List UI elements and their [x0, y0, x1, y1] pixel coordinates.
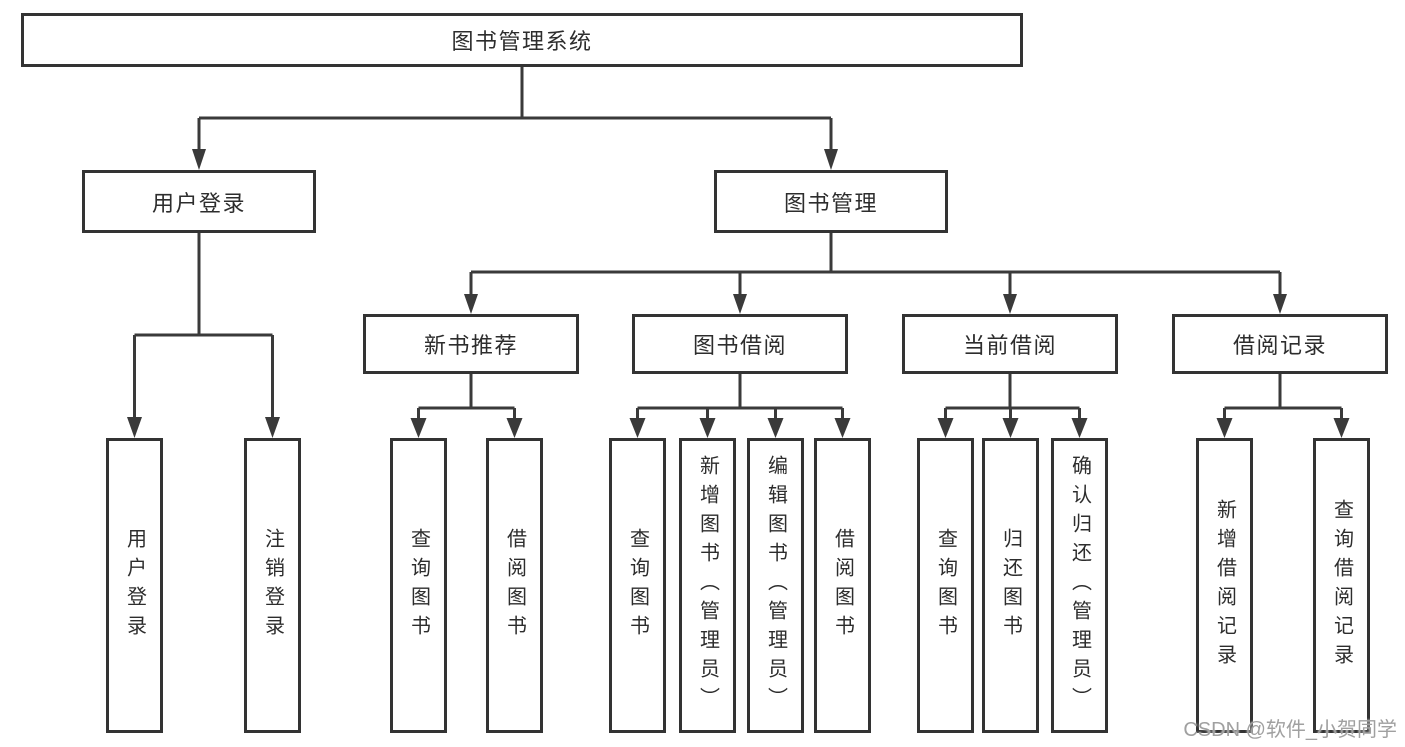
leaf-query-books-recommend: 查询图书 [390, 438, 447, 733]
node-label: 借阅记录 [1232, 333, 1327, 358]
node-root: 图书管理系统 [21, 13, 1023, 67]
node-label: 图书管理系统 [451, 29, 593, 54]
node-label: 查询图书 [407, 527, 430, 644]
node-label: 查询图书 [934, 527, 957, 644]
node-label: 借阅图书 [503, 527, 526, 644]
leaf-confirm-return-admin: 确认归还（管理员） [1051, 438, 1108, 733]
node-user-login: 用户登录 [82, 170, 316, 233]
node-label: 查询借阅记录 [1330, 498, 1353, 673]
node-book-borrow: 图书借阅 [632, 314, 848, 374]
node-borrow-records: 借阅记录 [1172, 314, 1388, 374]
node-current-borrow: 当前借阅 [902, 314, 1118, 374]
leaf-return-books: 归还图书 [982, 438, 1039, 733]
connector-root [192, 67, 838, 170]
node-label: 用户登录 [123, 527, 146, 644]
leaf-logout: 注销登录 [244, 438, 301, 733]
node-label: 查询图书 [626, 527, 649, 644]
connector-new-book-recommend [410, 374, 523, 438]
node-label: 图书管理 [783, 190, 878, 216]
node-label: 新增图书（管理员） [696, 455, 719, 716]
connector-user-login [127, 233, 280, 438]
connector-current-borrow [937, 374, 1088, 438]
connector-book-borrow [629, 374, 851, 438]
node-label: 新增借阅记录 [1213, 498, 1236, 673]
node-label: 新书推荐 [423, 333, 518, 358]
node-label: 归还图书 [999, 527, 1022, 644]
leaf-edit-books-admin: 编辑图书（管理员） [747, 438, 804, 733]
node-label: 编辑图书（管理员） [764, 455, 787, 716]
node-label: 图书借阅 [692, 333, 787, 358]
leaf-add-books-admin: 新增图书（管理员） [679, 438, 736, 733]
node-book-management: 图书管理 [714, 170, 948, 233]
node-label: 注销登录 [261, 527, 284, 644]
leaf-borrow-books: 借阅图书 [814, 438, 871, 733]
node-new-book-recommend: 新书推荐 [363, 314, 579, 374]
node-label: 用户登录 [151, 190, 246, 216]
leaf-user-login: 用户登录 [106, 438, 163, 733]
connector-book-management [464, 233, 1287, 314]
leaf-add-borrow-record: 新增借阅记录 [1196, 438, 1253, 733]
watermark: CSDN @软件_小贺同学 [1183, 719, 1397, 741]
leaf-query-books-borrow: 查询图书 [609, 438, 666, 733]
leaf-query-books-current: 查询图书 [917, 438, 974, 733]
leaf-query-borrow-record: 查询借阅记录 [1313, 438, 1370, 733]
connector-borrow-records [1216, 374, 1350, 438]
node-label: 确认归还（管理员） [1068, 455, 1091, 716]
leaf-borrow-books-recommend: 借阅图书 [486, 438, 543, 733]
node-label: 当前借阅 [962, 333, 1057, 358]
node-label: 借阅图书 [831, 527, 854, 644]
